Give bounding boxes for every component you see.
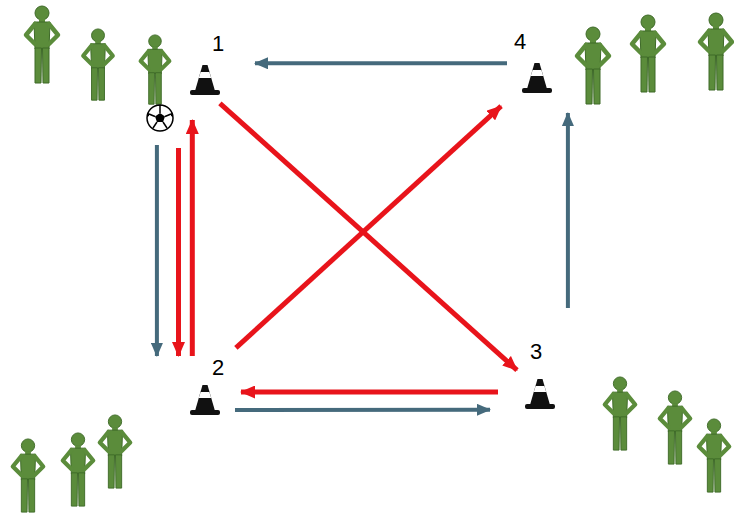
pass-arrow [220,103,517,370]
cone-station: 4 [510,30,575,98]
pass-arrow [566,113,570,308]
player-figure [83,29,113,100]
pass-arrow [176,148,181,356]
pass-arrow [255,61,507,65]
cone-station: 1 [150,32,227,100]
cone-symbol [190,64,220,96]
pass-arrow [241,390,498,395]
player-figure [63,433,93,506]
station-number: 4 [514,30,526,54]
player-figure [632,15,664,92]
station-number: 1 [212,32,224,56]
cone-symbol [525,378,555,410]
player-figure [13,439,43,512]
pass-arrow [155,145,159,356]
pass-arrow [235,408,490,412]
player-figure [577,27,609,104]
pass-arrow [236,106,501,348]
station-number: 3 [530,340,542,364]
soccer-ball [147,105,173,131]
pass-arrow [190,120,195,356]
cone-station: 3 [520,338,575,412]
cone-station: 2 [150,356,227,416]
player-figure [700,13,732,90]
player-figure [660,391,690,464]
station-number: 2 [212,356,224,380]
cone-symbol [190,384,220,416]
player-figure [605,377,635,450]
player-figure [100,415,130,488]
player-figure [26,6,58,83]
player-figure [141,35,170,104]
player-figure [699,419,729,492]
cone-symbol [522,62,552,94]
